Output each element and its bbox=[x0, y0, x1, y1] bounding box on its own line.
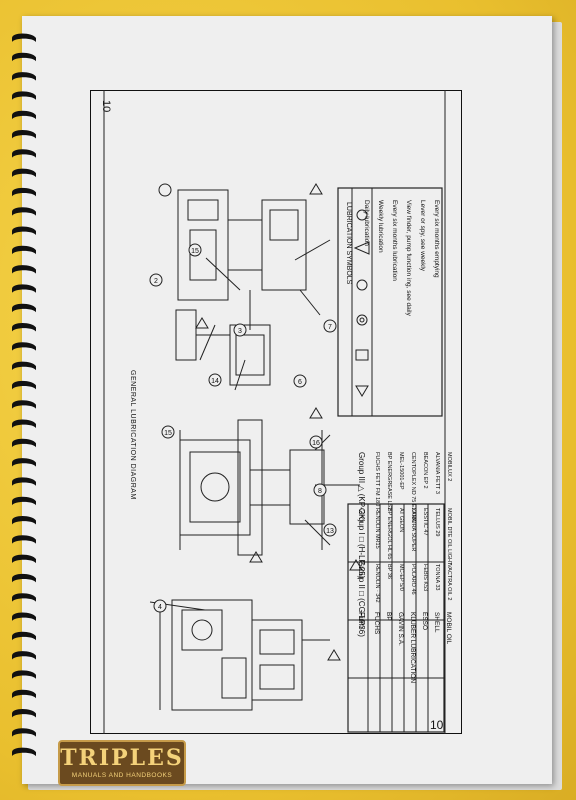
table-firm-cell: ESSO bbox=[421, 612, 428, 631]
table-cell: FEBIS K53 bbox=[422, 564, 428, 592]
table-cell: TELLUS 29 bbox=[434, 508, 440, 537]
table-cell: MOBIL DTE OIL LIGHT bbox=[446, 508, 452, 566]
table-firm-cell: KLUBER LUBRICATION bbox=[409, 612, 416, 684]
lubrication-diagram: 15 2 3 14 6 7 15 8 16 13 4 bbox=[103, 90, 446, 734]
spiral-binding bbox=[10, 28, 40, 763]
binding-ring bbox=[12, 477, 36, 486]
table-cell: FUCHS FETT FM 180 bbox=[374, 452, 380, 507]
binding-ring bbox=[12, 284, 36, 293]
binding-ring bbox=[12, 380, 36, 390]
table-cell: BEACON EP 2 bbox=[422, 452, 428, 489]
binding-ring bbox=[12, 400, 36, 409]
binding-ring bbox=[12, 187, 36, 197]
logo-subtitle: MANUALS AND HANDBOOKS bbox=[71, 772, 173, 779]
table-cell: BP ENERGOL HL 65 bbox=[386, 508, 392, 560]
table-firm-cell: GAVIN S.A. bbox=[397, 612, 404, 646]
table-cell: CENTOPLEX ND 75 EXTRA bbox=[410, 452, 416, 523]
callout-15: 15 bbox=[191, 248, 199, 255]
table-cell: BP 36 bbox=[386, 564, 392, 579]
table-cell: POLARO 46 bbox=[410, 564, 416, 595]
binding-ring bbox=[12, 651, 36, 660]
binding-ring bbox=[12, 168, 36, 178]
binding-ring bbox=[12, 72, 36, 81]
binding-ring bbox=[12, 323, 36, 332]
table-header: Group II □ (CG-LP36) bbox=[357, 560, 366, 637]
binding-ring bbox=[12, 303, 36, 313]
table-cell: RENOLIN · 342 bbox=[374, 564, 380, 603]
callout-14: 15 bbox=[164, 430, 172, 437]
binding-ring bbox=[12, 130, 36, 139]
symbol-item: Weekly lubrication bbox=[377, 200, 384, 253]
binding-ring bbox=[12, 496, 36, 506]
table-cell: MC-EP 5/0 bbox=[398, 564, 404, 591]
binding-ring bbox=[12, 670, 36, 679]
triples-logo: TRIPLES MANUALS AND HANDBOOKS bbox=[58, 740, 186, 786]
table-cell: RENOLIN MR15 bbox=[374, 508, 380, 549]
binding-ring bbox=[12, 265, 36, 274]
symbol-item: Every six months emptying bbox=[433, 200, 440, 278]
callout-16: 16 bbox=[312, 440, 320, 447]
table-cell: TONNA 33 bbox=[434, 564, 440, 591]
binding-ring bbox=[12, 573, 36, 583]
binding-ring bbox=[12, 593, 36, 602]
binding-ring bbox=[12, 91, 36, 100]
symbol-item: Daily lubrication bbox=[363, 200, 370, 246]
binding-ring bbox=[12, 554, 36, 564]
callout-8: 8 bbox=[318, 488, 322, 495]
callout-3: 3 bbox=[238, 328, 242, 335]
binding-ring bbox=[12, 226, 36, 235]
binding-ring bbox=[12, 535, 36, 544]
logo-title: TRIPLES bbox=[60, 745, 184, 771]
binding-ring bbox=[12, 709, 36, 718]
diagram-title: GENERAL LUBRICATION DIAGRAM bbox=[129, 370, 136, 500]
binding-ring bbox=[12, 33, 36, 42]
binding-ring bbox=[12, 361, 36, 371]
table-firm-cell: SHELL bbox=[433, 612, 440, 633]
callout-4: 4 bbox=[158, 604, 162, 611]
symbol-item: Every six months lubrication bbox=[391, 200, 398, 281]
binding-ring bbox=[12, 245, 36, 255]
table-cell: ESSTIC 47 bbox=[422, 508, 428, 536]
binding-ring bbox=[12, 110, 36, 120]
table-cell: MEL-15001-EP bbox=[398, 452, 404, 490]
binding-ring bbox=[12, 516, 36, 525]
binding-ring bbox=[12, 438, 36, 448]
table-cell: ALVANIA FETT 3 bbox=[434, 452, 440, 494]
table-cell: BP ENERGREASE LS2 bbox=[386, 452, 392, 511]
binding-ring bbox=[12, 419, 36, 428]
table-header: Group III △ (KP-2K) bbox=[357, 452, 366, 523]
symbol-item: View finder, pump function ing, see dail… bbox=[405, 200, 412, 316]
symbols-heading: LUBRICATION SYMBOLS bbox=[345, 202, 352, 285]
table-firm-cell: MOBIL OIL bbox=[445, 612, 452, 645]
binding-ring bbox=[12, 342, 36, 351]
binding-ring bbox=[12, 149, 36, 158]
binding-ring bbox=[12, 728, 36, 737]
table-firm-cell: BP bbox=[385, 612, 392, 621]
table-cell: MOBILUX 2 bbox=[446, 452, 452, 482]
binding-ring bbox=[12, 52, 36, 62]
binding-ring bbox=[12, 747, 36, 757]
callout-12: 13 bbox=[326, 528, 334, 535]
table-cell: VACTRA OIL 2 bbox=[446, 564, 452, 601]
callout-7: 7 bbox=[328, 324, 332, 331]
table-firm-cell: FUCHS bbox=[373, 612, 380, 635]
binding-ring bbox=[12, 631, 36, 641]
symbol-item: Lever or spy, see weekly bbox=[419, 200, 426, 272]
binding-ring bbox=[12, 207, 36, 216]
manual-page bbox=[22, 16, 552, 784]
callout-6: 6 bbox=[298, 379, 302, 386]
binding-ring bbox=[12, 689, 36, 699]
page-number-bottom: 10 bbox=[430, 718, 444, 732]
callout-2: 2 bbox=[154, 278, 158, 285]
table-cell: AT GEON bbox=[398, 508, 404, 533]
callout-13: 14 bbox=[211, 378, 219, 385]
binding-ring bbox=[12, 612, 36, 621]
binding-ring bbox=[12, 458, 36, 467]
drawing-frame bbox=[90, 90, 462, 734]
